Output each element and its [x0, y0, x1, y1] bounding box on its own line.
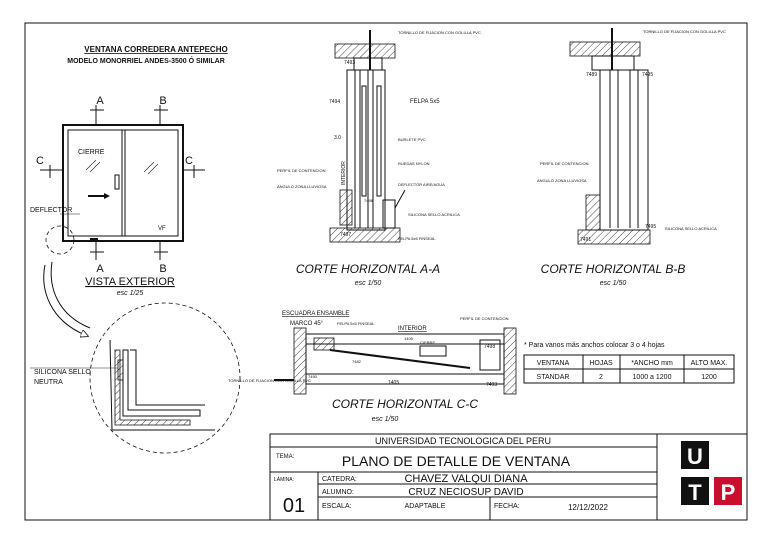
aa-scale: esc 1/50 — [355, 280, 382, 287]
tb-lamina-label: LÁMINA: — [274, 476, 294, 483]
cierre-label: CIERRE — [78, 149, 105, 156]
tb-fecha: 12/12/2022 — [568, 503, 609, 512]
title-block — [269, 433, 748, 521]
aa-burlete-label: BURLETE PVC — [398, 137, 426, 142]
zoom-detail — [30, 302, 241, 454]
aa-angulo-label: ANGULO ZONA LLUVIOSA — [277, 184, 327, 189]
cc-perfil-label: PERFIL DE CONTENCION — [460, 316, 509, 321]
bb-perfil-label: PERFIL DE CONTENCION — [540, 161, 589, 166]
aa-code-7493: 7493 — [344, 60, 355, 66]
header-title-line2: MODELO MONORRIEL ANDES-3500 Ó SIMILAR — [67, 56, 225, 65]
tb-escala: ADAPTABLE — [405, 503, 446, 510]
section-aa-drawing — [329, 30, 406, 243]
aa-felpa-label: FELPA 5x5 — [410, 99, 440, 105]
tb-fecha-label: FECHA: — [494, 503, 520, 510]
table-header-ancho: *ANCHO mm — [631, 360, 673, 367]
cc-title: CORTE HORIZONTAL C-C — [332, 397, 478, 411]
tb-catedra-label: CATEDRA: — [322, 476, 357, 483]
section-bb-drawing — [569, 28, 651, 245]
table-cell-ancho: 1000 a 1200 — [633, 374, 672, 381]
tb-alumno: CRUZ NECIOSUP DAVID — [408, 487, 523, 498]
aa-felpa-final-label: FELPA 5x5 FINSEAL — [398, 236, 436, 241]
table-header-hojas: HOJAS — [589, 360, 613, 367]
bb-tornillo-label: TORNILLO DE FIJACION CON GOLILLA PVC — [643, 29, 726, 34]
aa-code-7494: 7494 — [329, 99, 340, 105]
tb-tema: PLANO DE DETALLE DE VENTANA — [342, 453, 571, 469]
tb-escala-label: ESCALA: — [322, 503, 352, 510]
bb-scale: esc 1/50 — [600, 280, 627, 287]
cc-code-7482: 7482 — [352, 359, 362, 364]
cc-tornillo-label: TORNILLO DE FIJACION CON GOLILLA PVC — [228, 378, 311, 383]
vf-label: VF — [158, 226, 166, 232]
utp-logo — [681, 441, 742, 505]
bb-code-7495-top: 7495 — [642, 72, 653, 78]
zoom-silicona-label: SILICONA SELLO — [34, 369, 91, 376]
aa-code-7497: 7497 — [340, 232, 351, 238]
zoom-neutra-label: NEUTRA — [34, 379, 63, 386]
cc-scale: esc 1/50 — [372, 416, 399, 423]
aa-deflector-label: DEFLECTOR AIRE/AGUA — [398, 182, 445, 187]
cc-code-7498: 7498 — [484, 344, 495, 350]
note-text: * Para vanos más anchos colocar 3 o 4 ho… — [524, 342, 665, 349]
cc-code-7490: 7490 — [308, 374, 318, 379]
table-cell-alto: 1200 — [701, 374, 717, 381]
elevation-view — [40, 105, 205, 335]
table-header-alto: ALTO MAX. — [691, 360, 728, 367]
cc-felpa-label: FELPA 5x5 FINSEAL — [337, 321, 375, 326]
label-a-top: A — [96, 95, 104, 107]
cc-marco-label: MARCO 45° — [290, 321, 324, 327]
logo-letter-t: T — [688, 480, 702, 505]
spec-table — [523, 354, 735, 384]
label-c-left: C — [36, 155, 44, 167]
logo-letter-p: P — [721, 480, 736, 505]
tb-alumno-label: ALUMNO: — [322, 489, 354, 496]
aa-perfil-label: PERFIL DE CONTENCION — [277, 168, 326, 173]
bb-title: CORTE HORIZONTAL B-B — [541, 262, 686, 276]
aa-title: CORTE HORIZONTAL A-A — [296, 262, 440, 276]
cc-escuadra-label: ESCUADRA ENSAMBLE — [282, 311, 349, 317]
table-header-ventana: VENTANA — [537, 360, 570, 367]
label-a-bottom: A — [96, 263, 104, 275]
bb-code-7491: 7491 — [580, 237, 591, 243]
bb-angulo-label: ANGULO ZONA LLUVIOSA — [537, 178, 587, 183]
deflector-label: DEFLECTOR — [30, 207, 72, 214]
vista-exterior-scale: esc 1/25 — [117, 290, 144, 297]
section-cc-drawing — [274, 327, 517, 395]
bb-code-7489: 7489 — [586, 72, 597, 78]
aa-code-7498: 7498 — [364, 198, 374, 203]
cc-code-7493: 7493 — [486, 382, 497, 388]
bb-silicona-label: SILICONA SELLO ACRILICA — [665, 226, 717, 231]
aa-silicona-label: SILICONA SELLO ACRILICA — [408, 212, 460, 217]
table-cell-ventana: STANDAR — [537, 374, 570, 381]
vista-exterior-title: VISTA EXTERIOR — [85, 276, 175, 288]
tb-tema-label: TEMA: — [276, 454, 295, 460]
aa-interior-label: INTERIOR — [341, 161, 347, 185]
aa-ruedas-label: RUEDAS NYLON — [398, 161, 430, 166]
table-cell-hojas: 2 — [599, 374, 603, 381]
cc-code-1405b: 1405 — [404, 336, 414, 341]
label-b-top: B — [159, 95, 166, 107]
tb-lamina: 01 — [283, 495, 305, 517]
label-b-bottom: B — [159, 263, 166, 275]
tb-catedra: CHAVEZ VALQUI DIANA — [404, 473, 528, 485]
cc-interior-label: INTERIOR — [398, 326, 427, 332]
aa-dim-30: 3.0 — [334, 135, 341, 141]
bb-code-7495-bot: 7495 — [645, 224, 656, 230]
logo-letter-u: U — [687, 444, 703, 469]
label-c-right: C — [185, 155, 193, 167]
tb-university: UNIVERSIDAD TECNOLOGICA DEL PERU — [375, 436, 551, 446]
cc-code-1405: 1405 — [388, 380, 399, 386]
header-title-line1: VENTANA CORREDERA ANTEPECHO — [84, 45, 227, 54]
aa-tornillo-label: TORNILLO DE FIJACION CON GOLILLA PVC — [398, 30, 481, 35]
cc-cierre-label: CIERRE — [420, 340, 435, 345]
